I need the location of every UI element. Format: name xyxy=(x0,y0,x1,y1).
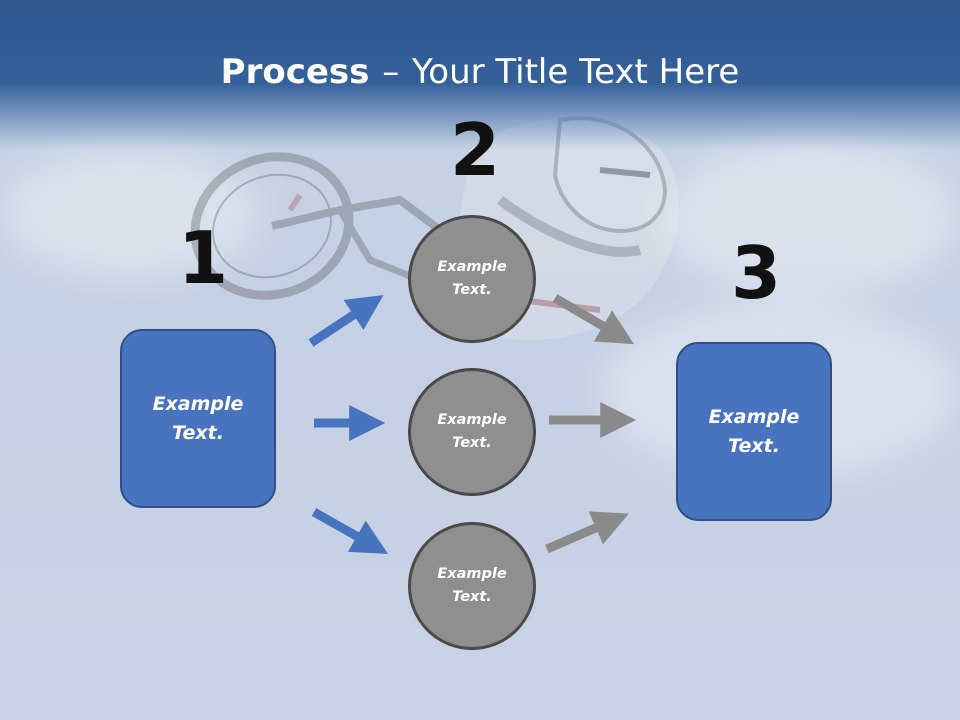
left-box-text: Example Text. xyxy=(152,392,244,444)
step-number-2: 2 xyxy=(450,108,501,192)
title-bar xyxy=(0,0,960,150)
arrow-to-bottom-circle xyxy=(311,508,389,554)
right-box-text: Example Text. xyxy=(708,405,800,457)
step-number-3: 3 xyxy=(731,231,782,315)
sky-cloud xyxy=(0,150,260,280)
left-box: Example Text. xyxy=(120,329,276,508)
slide-title: Process – Your Title Text Here xyxy=(0,52,960,92)
middle-circle: Example Text. xyxy=(408,368,536,496)
title-bold-part: Process xyxy=(220,52,370,92)
arrow-from-bottom-circle xyxy=(545,511,629,554)
top-circle-text: Example Text. xyxy=(437,259,507,298)
arrow-to-top-circle xyxy=(308,295,384,347)
bottom-circle-text: Example Text. xyxy=(437,566,507,605)
sky-cloud xyxy=(660,140,960,300)
title-rest-part: Your Title Text Here xyxy=(412,52,740,92)
step-number-1: 1 xyxy=(178,216,229,300)
right-box: Example Text. xyxy=(676,342,832,521)
arrow-from-top-circle xyxy=(552,294,634,345)
bottom-circle: Example Text. xyxy=(408,522,536,650)
title-dash: – xyxy=(382,52,400,92)
top-circle: Example Text. xyxy=(408,215,536,343)
middle-circle-text: Example Text. xyxy=(437,412,507,451)
